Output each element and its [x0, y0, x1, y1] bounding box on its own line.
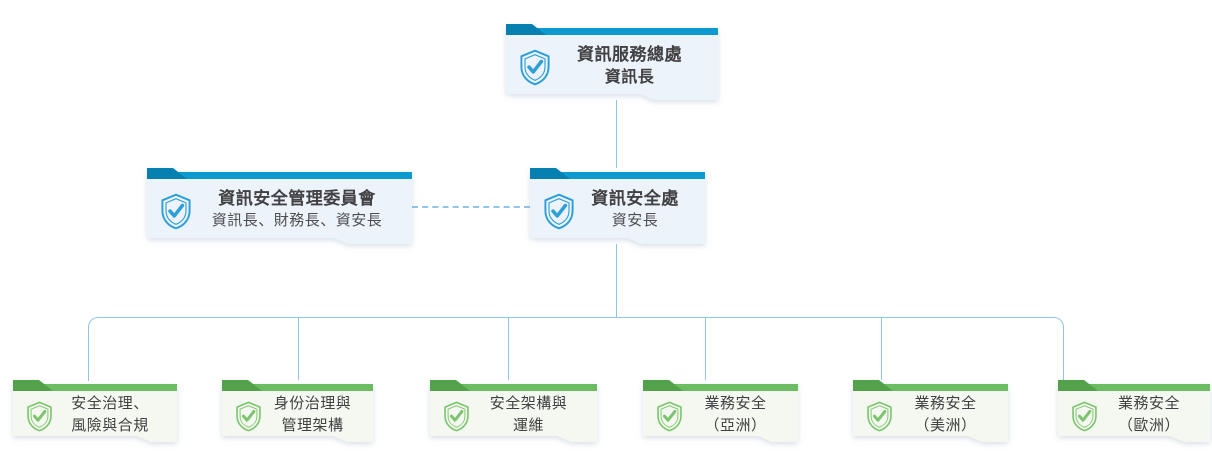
node-title: 資訊安全處 — [591, 189, 679, 210]
node-title: 資訊服務總處 — [577, 44, 682, 65]
connector-office-down — [616, 244, 617, 318]
card-top-bar — [530, 172, 705, 179]
node-subtitle: 資訊長、財務長、資安長 — [211, 211, 383, 230]
connector-committee-dashed — [412, 206, 530, 208]
node-business-security-europe: 業務安全 （歐洲） — [1058, 380, 1210, 442]
node-label-line1: 身份治理與 — [273, 393, 352, 412]
shield-check-icon — [519, 49, 551, 86]
card-top-bar — [430, 384, 597, 391]
connector-bus — [88, 317, 1064, 381]
shield-check-icon — [443, 401, 470, 432]
node-info-services-hq: 資訊服務總處 資訊長 — [506, 24, 718, 100]
card-corner-tab — [530, 168, 570, 179]
node-subtitle: 資訊長 — [604, 66, 655, 86]
node-label-line2: （亞洲） — [704, 415, 767, 434]
card-top-bar — [222, 384, 373, 391]
card-top-bar — [643, 384, 798, 391]
connector-drop-team3 — [508, 317, 509, 380]
node-label-line1: 業務安全 — [914, 393, 977, 412]
card-top-bar — [13, 384, 177, 391]
shield-check-icon — [235, 401, 262, 432]
node-label-line1: 業務安全 — [704, 393, 767, 412]
card-top-bar — [506, 28, 718, 35]
card-top-bar — [1058, 384, 1210, 391]
node-label-line2: 風險與合規 — [71, 415, 149, 434]
connector-drop-team5 — [881, 317, 882, 380]
node-label-line2: 管理架構 — [281, 415, 344, 434]
node-label-line1: 安全架構與 — [489, 393, 568, 412]
card-corner-tab — [147, 168, 187, 179]
node-business-security-asia: 業務安全 （亞洲） — [643, 380, 798, 442]
node-title: 資訊安全管理委員會 — [218, 189, 376, 210]
shield-check-icon — [656, 401, 683, 432]
card-corner-tab — [506, 24, 546, 35]
node-business-security-americas: 業務安全 （美洲） — [853, 380, 1008, 442]
node-label-line2: （歐洲） — [1117, 415, 1180, 434]
node-label-line1: 安全治理、 — [71, 393, 149, 412]
node-security-committee: 資訊安全管理委員會 資訊長、財務長、資安長 — [147, 168, 412, 244]
card-corner-tab — [430, 380, 470, 391]
card-top-bar — [147, 172, 412, 179]
node-label-line1: 業務安全 — [1117, 393, 1180, 412]
shield-check-icon — [1071, 401, 1098, 432]
node-label-line2: 運維 — [512, 415, 544, 434]
node-identity-governance-architecture: 身份治理與 管理架構 — [222, 380, 373, 442]
shield-check-icon — [160, 193, 192, 230]
node-security-office: 資訊安全處 資安長 — [530, 168, 705, 244]
shield-check-icon — [866, 401, 893, 432]
card-corner-tab — [853, 380, 893, 391]
connector-root-to-office — [616, 100, 617, 168]
node-label-line2: （美洲） — [914, 415, 977, 434]
shield-check-icon — [543, 193, 575, 230]
card-corner-tab — [222, 380, 262, 391]
node-security-governance-risk-compliance: 安全治理、 風險與合規 — [13, 380, 177, 442]
node-subtitle: 資安長 — [611, 211, 659, 230]
node-security-architecture-operations: 安全架構與 運維 — [430, 380, 597, 442]
connector-drop-team4 — [705, 317, 706, 380]
card-corner-tab — [13, 380, 53, 391]
card-corner-tab — [643, 380, 683, 391]
card-top-bar — [853, 384, 1008, 391]
shield-check-icon — [26, 401, 53, 432]
card-corner-tab — [1058, 380, 1098, 391]
connector-drop-team2 — [298, 317, 299, 380]
